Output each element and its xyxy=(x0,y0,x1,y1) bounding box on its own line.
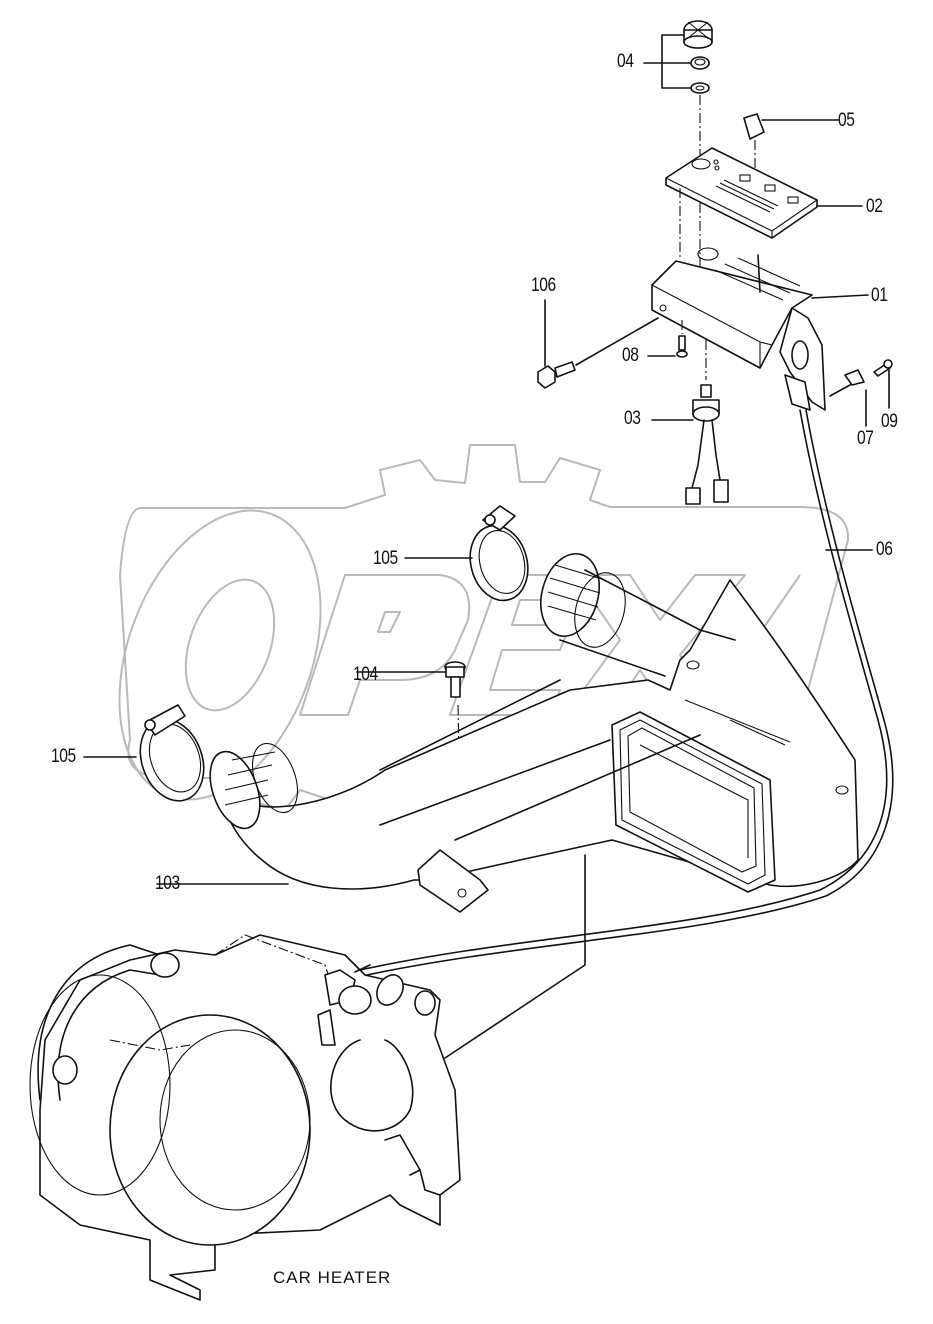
control-cable xyxy=(359,409,894,977)
callout-08: 08 xyxy=(622,345,639,366)
car-heater-unit xyxy=(29,934,461,1301)
callout-07: 07 xyxy=(857,428,874,449)
bolt-106 xyxy=(537,299,659,389)
callout-106: 106 xyxy=(531,275,556,296)
callout-04: 04 xyxy=(617,51,634,72)
callout-09: 09 xyxy=(881,411,898,432)
bracket xyxy=(651,247,869,411)
cable-clamp xyxy=(829,369,867,427)
callout-06: 06 xyxy=(876,539,893,560)
switch-harness xyxy=(651,340,729,505)
callout-105-upper: 105 xyxy=(373,548,398,569)
callout-02: 02 xyxy=(866,196,883,217)
air-duct xyxy=(156,552,859,1059)
hose-clamp-upper xyxy=(404,505,529,602)
callout-05: 05 xyxy=(838,110,855,131)
callout-105-left: 105 xyxy=(51,746,76,767)
callout-01: 01 xyxy=(871,285,888,306)
control-panel-plate xyxy=(665,147,863,260)
callout-03: 03 xyxy=(624,408,641,429)
diagram-caption: CAR HEATER xyxy=(273,1268,392,1287)
screw-08 xyxy=(647,320,688,358)
knob-assembly xyxy=(643,20,713,270)
hose-clamp-left xyxy=(83,704,205,802)
callout-104: 104 xyxy=(353,664,378,685)
screw-09 xyxy=(873,359,893,409)
callout-103: 103 xyxy=(155,873,180,894)
